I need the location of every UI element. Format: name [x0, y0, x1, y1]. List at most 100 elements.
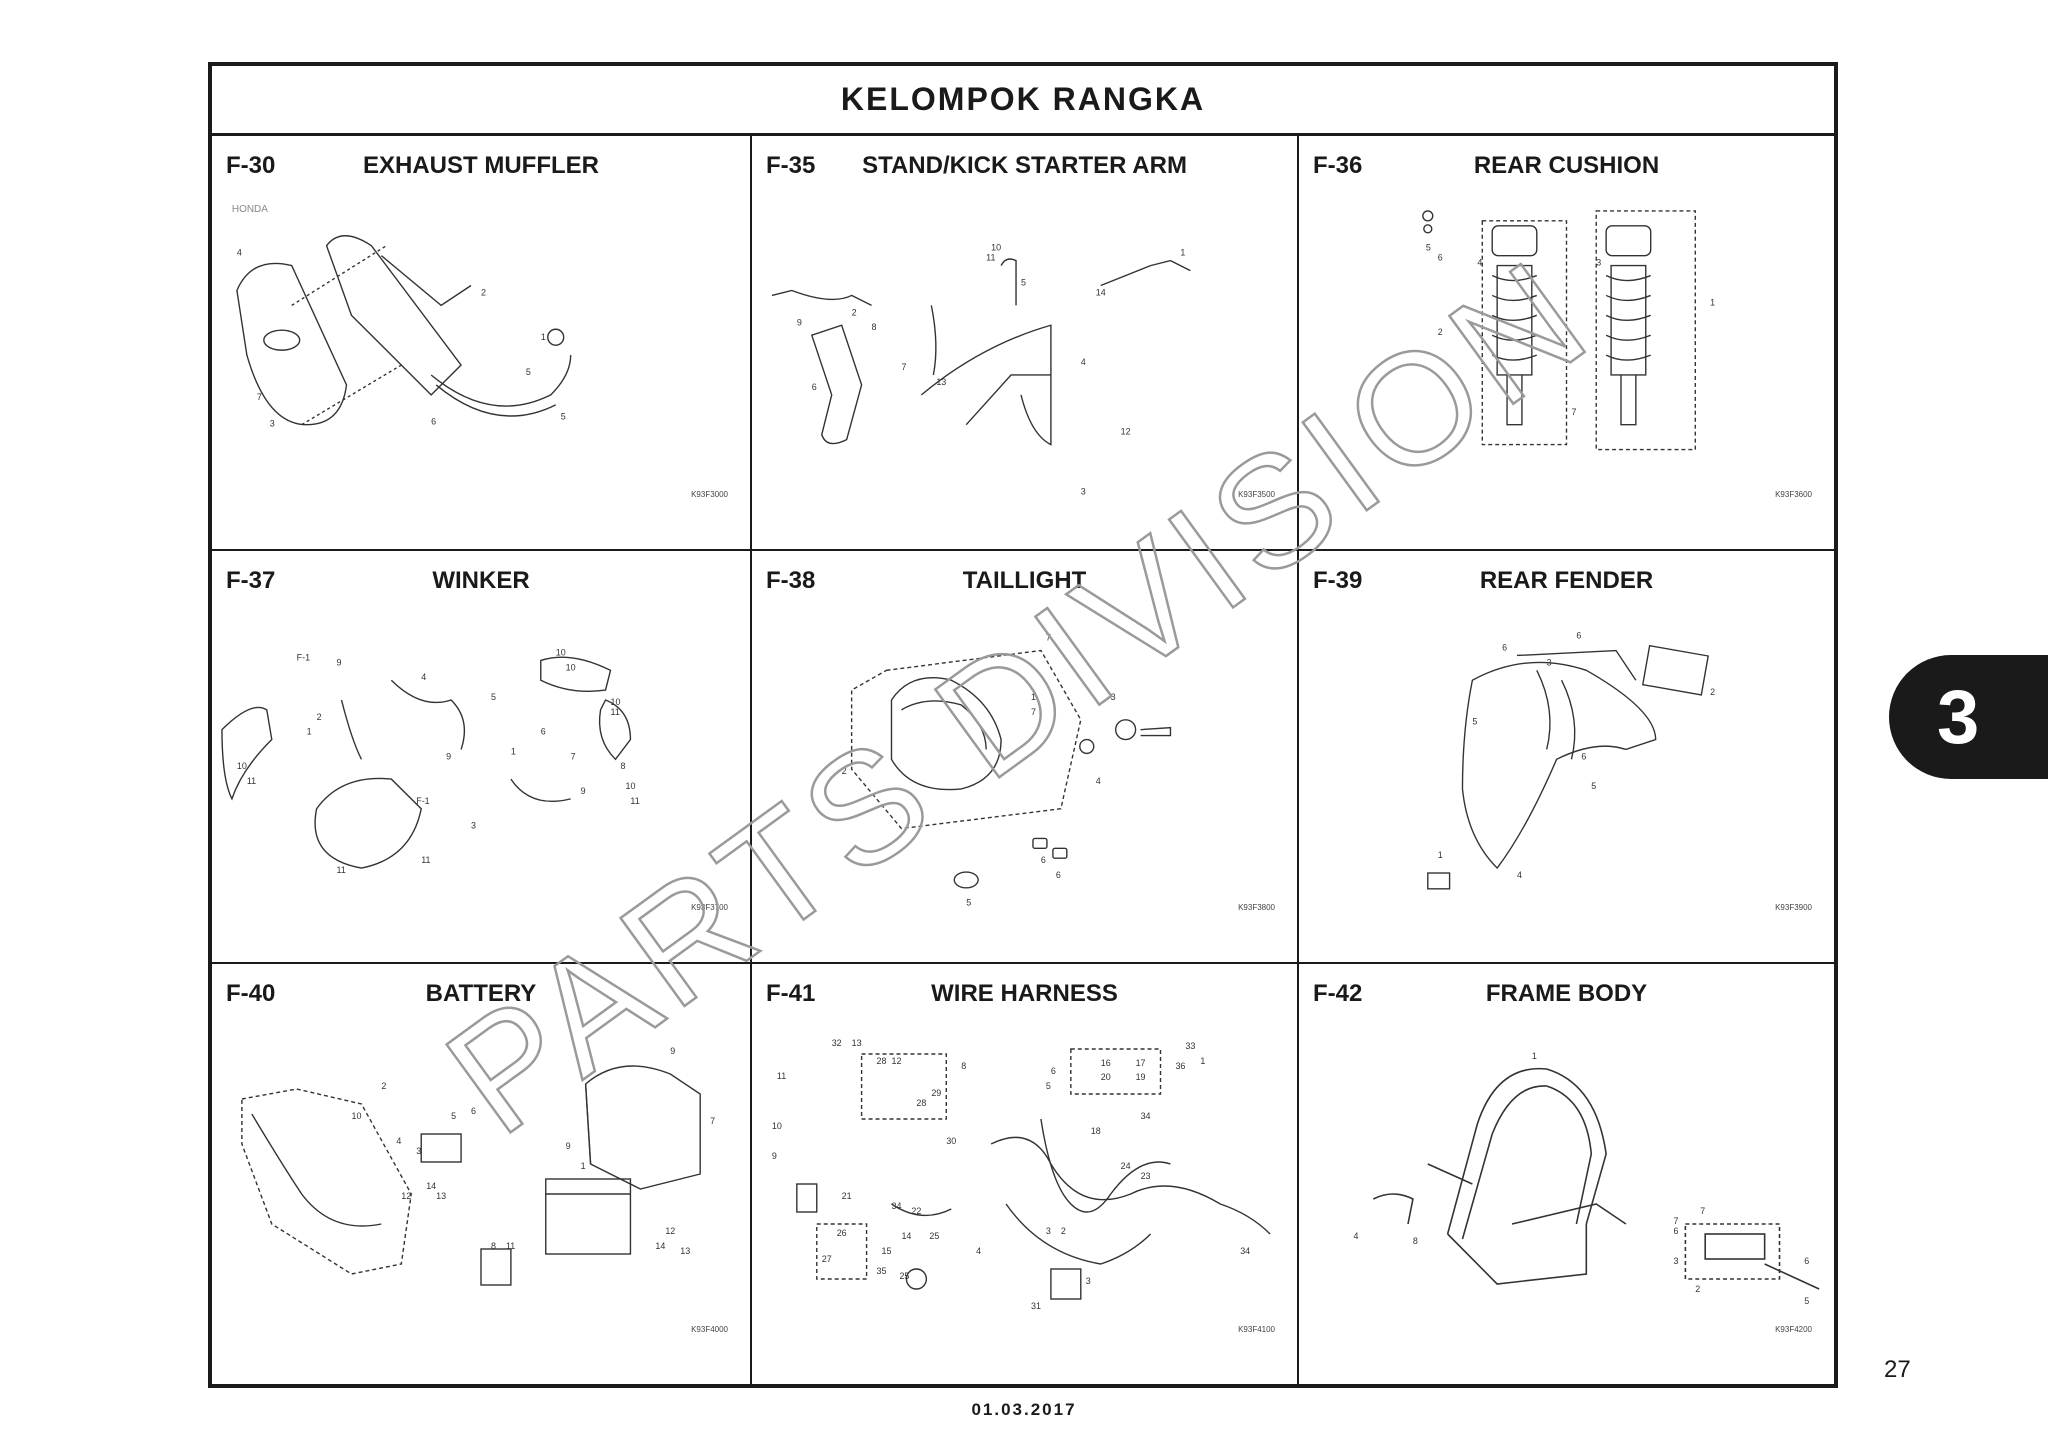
svg-text:11: 11	[421, 855, 430, 865]
section-title: REAR CUSHION	[1473, 152, 1660, 179]
svg-text:6: 6	[1041, 855, 1046, 865]
svg-text:7: 7	[1700, 1206, 1705, 1216]
svg-text:36: 36	[1175, 1061, 1185, 1071]
svg-text:17: 17	[1136, 1058, 1146, 1068]
svg-text:11: 11	[337, 865, 346, 875]
svg-text:14: 14	[901, 1231, 911, 1241]
section-code: F-41	[766, 980, 816, 1007]
svg-text:10: 10	[991, 243, 1001, 253]
svg-text:5: 5	[451, 1111, 456, 1121]
svg-text:35: 35	[877, 1266, 887, 1276]
svg-text:9: 9	[446, 751, 451, 761]
diagram-part-number: K93F3600	[1775, 490, 1812, 499]
svg-text:13: 13	[852, 1038, 862, 1048]
svg-text:5: 5	[1472, 717, 1477, 727]
svg-text:3: 3	[1111, 692, 1116, 702]
diagram-part-number: K93F4200	[1775, 1325, 1812, 1334]
section-title: STAND/KICK STARTER ARM	[862, 152, 1187, 179]
svg-text:11: 11	[986, 253, 995, 263]
svg-text:1: 1	[511, 746, 516, 756]
svg-text:2: 2	[481, 287, 486, 297]
page-header: KELOMPOK RANGKA	[212, 66, 1834, 136]
svg-text:8: 8	[1413, 1236, 1418, 1246]
svg-text:10: 10	[566, 662, 576, 672]
svg-text:5: 5	[491, 692, 496, 702]
svg-text:11: 11	[506, 1241, 515, 1251]
svg-text:13: 13	[936, 377, 946, 387]
svg-text:6: 6	[1502, 643, 1507, 653]
svg-text:7: 7	[1031, 707, 1036, 717]
svg-text:8: 8	[491, 1241, 496, 1251]
taillight-diagram: 717 234 665	[842, 633, 1172, 908]
section-code: F-35	[766, 152, 816, 179]
svg-text:2: 2	[852, 307, 857, 317]
section-code: F-39	[1313, 567, 1363, 594]
svg-text:7: 7	[710, 1116, 715, 1126]
svg-text:1: 1	[1180, 248, 1185, 258]
diagram-part-number: K93F3900	[1775, 903, 1812, 912]
svg-text:5: 5	[1591, 781, 1596, 791]
chapter-tab[interactable]: 3	[1889, 655, 2048, 779]
svg-text:2: 2	[317, 712, 322, 722]
section-title: REAR FENDER	[1479, 567, 1654, 594]
svg-text:3: 3	[1547, 657, 1552, 667]
diagram-part-number: K93F3700	[691, 903, 728, 912]
svg-text:16: 16	[1101, 1058, 1111, 1068]
svg-text:9: 9	[337, 657, 342, 667]
svg-text:4: 4	[976, 1246, 981, 1256]
svg-text:9: 9	[566, 1141, 571, 1151]
svg-text:25: 25	[929, 1231, 939, 1241]
svg-text:7: 7	[1046, 633, 1051, 643]
svg-text:3: 3	[1046, 1226, 1051, 1236]
diagram-part-number: K93F3000	[691, 490, 728, 499]
svg-text:12: 12	[401, 1191, 411, 1201]
svg-text:9: 9	[797, 317, 802, 327]
svg-text:22: 22	[911, 1206, 921, 1216]
svg-text:18: 18	[1091, 1126, 1101, 1136]
svg-text:13: 13	[436, 1191, 446, 1201]
svg-text:4: 4	[1477, 258, 1482, 268]
svg-text:1: 1	[1438, 850, 1443, 860]
svg-text:27: 27	[822, 1254, 832, 1264]
svg-text:8: 8	[872, 322, 877, 332]
svg-text:7: 7	[257, 392, 262, 402]
svg-text:33: 33	[1185, 1041, 1195, 1051]
svg-text:9: 9	[670, 1046, 675, 1056]
svg-text:10: 10	[237, 761, 247, 771]
diagram-part-number: K93F3500	[1238, 490, 1275, 499]
footer-date: 01.03.2017	[971, 1400, 1077, 1419]
section-title: WINKER	[432, 567, 530, 594]
svg-text:6: 6	[1804, 1256, 1809, 1266]
svg-text:6: 6	[1438, 253, 1443, 263]
svg-text:25: 25	[899, 1271, 909, 1281]
page-number: 27	[1884, 1356, 1911, 1383]
svg-text:14: 14	[655, 1241, 665, 1251]
svg-text:10: 10	[611, 697, 621, 707]
svg-text:23: 23	[1141, 1171, 1151, 1181]
svg-text:4: 4	[421, 672, 426, 682]
svg-text:4: 4	[1081, 357, 1086, 367]
svg-text:11: 11	[777, 1071, 786, 1081]
svg-text:6: 6	[1051, 1066, 1056, 1076]
svg-text:21: 21	[842, 1191, 852, 1201]
svg-text:4: 4	[1517, 870, 1522, 880]
svg-text:34: 34	[1240, 1246, 1250, 1256]
section-code: F-36	[1313, 152, 1363, 179]
svg-text:26: 26	[837, 1228, 847, 1238]
svg-text:4: 4	[1096, 776, 1101, 786]
svg-text:F-1: F-1	[297, 652, 310, 662]
svg-text:5: 5	[1021, 278, 1026, 288]
